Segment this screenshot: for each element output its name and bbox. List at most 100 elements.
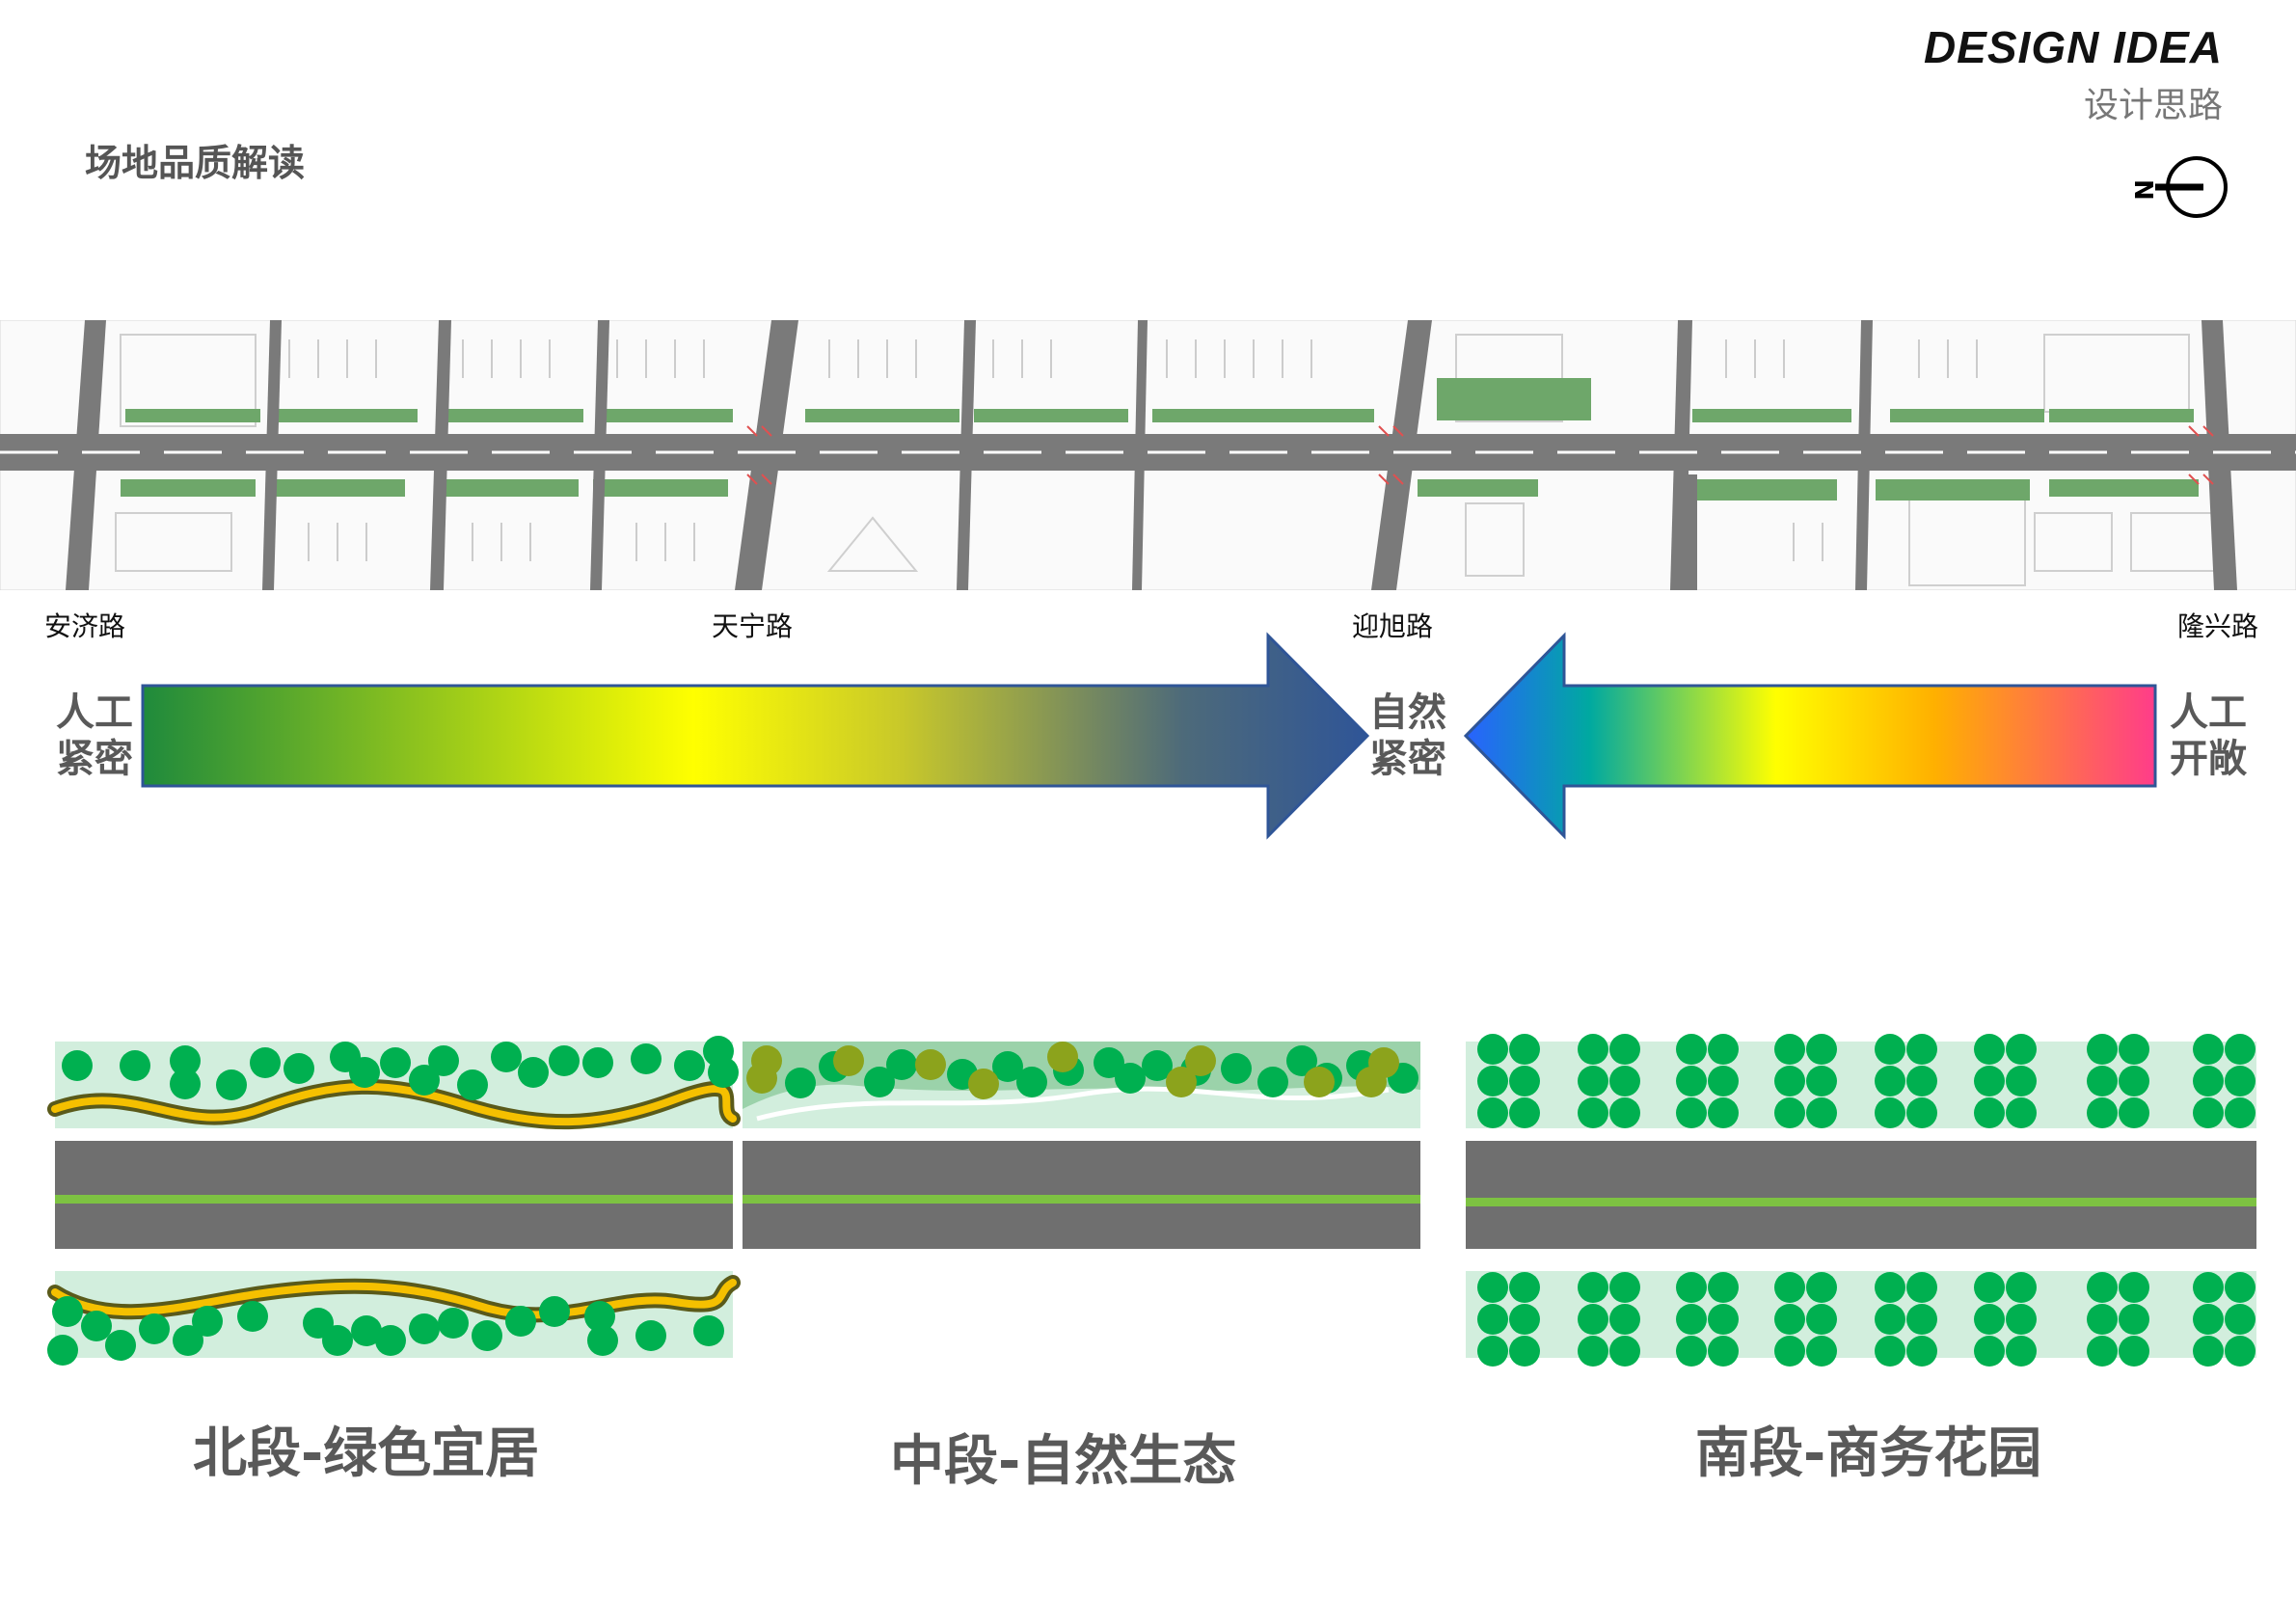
tree-icon [2225, 1272, 2255, 1303]
tree-icon [216, 1069, 247, 1100]
tree-icon [1774, 1304, 1805, 1335]
tree-icon [631, 1043, 662, 1074]
tree-icon [549, 1045, 580, 1076]
tree-icon [1477, 1097, 1508, 1128]
middle-trees [746, 1042, 1418, 1099]
middle-white-path [756, 1086, 1390, 1122]
tree-icon [1906, 1097, 1937, 1128]
tree-icon [237, 1301, 268, 1332]
building-marks [288, 339, 1978, 561]
tree-icon [1906, 1034, 1937, 1065]
tree-icon [2006, 1304, 2037, 1335]
tree-icon [1974, 1034, 2005, 1065]
tree-icon [2225, 1034, 2255, 1065]
tree-icon [1609, 1066, 1640, 1096]
tree-icon [1708, 1034, 1739, 1065]
tree-icon [1676, 1336, 1707, 1367]
tree-icon [1875, 1304, 1905, 1335]
tree-icon [1774, 1034, 1805, 1065]
tree-icon [2225, 1336, 2255, 1367]
tree-icon [81, 1311, 112, 1341]
tree-icon [1094, 1047, 1124, 1078]
tree-icon [1774, 1097, 1805, 1128]
tree-icon [1609, 1034, 1640, 1065]
tree-icon [351, 1315, 382, 1346]
tree-icon [539, 1296, 570, 1327]
tree-icon [1676, 1066, 1707, 1096]
tree-icon [2119, 1304, 2149, 1335]
tree-icon [1115, 1063, 1146, 1094]
tree-icon [1477, 1272, 1508, 1303]
scale-right-line2: 开敞 [2170, 737, 2247, 781]
tree-icon [1806, 1272, 1837, 1303]
tree-icon [105, 1330, 136, 1361]
tree-icon [1477, 1304, 1508, 1335]
tree-icon [1974, 1097, 2005, 1128]
tree-icon [170, 1045, 201, 1076]
tree-icon [472, 1320, 502, 1351]
tree-icon [1875, 1336, 1905, 1367]
tree-icon [1578, 1272, 1608, 1303]
scale-left-line2: 紧密 [56, 737, 133, 781]
tree-icon [2006, 1272, 2037, 1303]
tree-icon [1509, 1097, 1540, 1128]
tree-icon [250, 1047, 281, 1078]
tree-icon [2006, 1097, 2037, 1128]
tree-icon [1906, 1272, 1937, 1303]
tree-icon [139, 1313, 170, 1344]
tree-olive-icon [968, 1069, 999, 1099]
scale-right-line1: 人工 [2170, 690, 2247, 735]
tree-icon [1509, 1034, 1540, 1065]
tree-icon [992, 1051, 1023, 1082]
tree-icon [2193, 1304, 2224, 1335]
tree-icon [2225, 1097, 2255, 1128]
tree-icon [2193, 1336, 2224, 1367]
tree-icon [62, 1050, 93, 1081]
south-median [1466, 1198, 2256, 1206]
road-label-yingxu: 迎旭路 [1352, 610, 1434, 642]
tree-icon [587, 1325, 618, 1356]
tree-icon [1221, 1053, 1252, 1084]
tree-icon [1806, 1034, 1837, 1065]
tree-icon [1609, 1272, 1640, 1303]
intersection-marks [746, 425, 2214, 485]
north-arrow-icon: N [2128, 156, 2228, 218]
tree-icon [1676, 1034, 1707, 1065]
tree-icon [1609, 1336, 1640, 1367]
tree-icon [2006, 1336, 2037, 1367]
tree-icon [409, 1065, 440, 1096]
tree-icon [582, 1047, 613, 1078]
tree-icon [1609, 1304, 1640, 1335]
tree-icon [2193, 1272, 2224, 1303]
scale-left-line1: 人工 [56, 690, 133, 735]
tree-icon [2119, 1066, 2149, 1096]
tree-icon [1142, 1050, 1173, 1081]
tree-icon [1578, 1066, 1608, 1096]
tree-icon [2193, 1066, 2224, 1096]
tree-icon [375, 1325, 406, 1356]
middle-median [743, 1195, 1420, 1204]
tree-icon [1806, 1066, 1837, 1096]
arrow-left [1463, 632, 2157, 840]
tree-icon [674, 1050, 705, 1081]
tree-icon [1578, 1097, 1608, 1128]
tree-olive-icon [1166, 1067, 1197, 1097]
tree-icon [1286, 1045, 1317, 1076]
tree-olive-icon [833, 1045, 864, 1076]
tree-icon [1974, 1304, 2005, 1335]
tree-icon [1676, 1304, 1707, 1335]
tree-icon [2006, 1066, 2037, 1096]
tree-icon [2087, 1034, 2118, 1065]
tree-icon [2119, 1272, 2149, 1303]
tree-icon [1708, 1272, 1739, 1303]
tree-icon [2225, 1066, 2255, 1096]
tree-icon [192, 1306, 223, 1337]
road-label-anji: 安济路 [44, 610, 126, 642]
tree-icon [1257, 1067, 1288, 1097]
tree-icon [1708, 1097, 1739, 1128]
tree-icon [1974, 1336, 2005, 1367]
tree-icon [1906, 1304, 1937, 1335]
tree-icon [2087, 1066, 2118, 1096]
scale-label-left: 人工 紧密 [56, 690, 133, 782]
tree-icon [409, 1313, 440, 1344]
